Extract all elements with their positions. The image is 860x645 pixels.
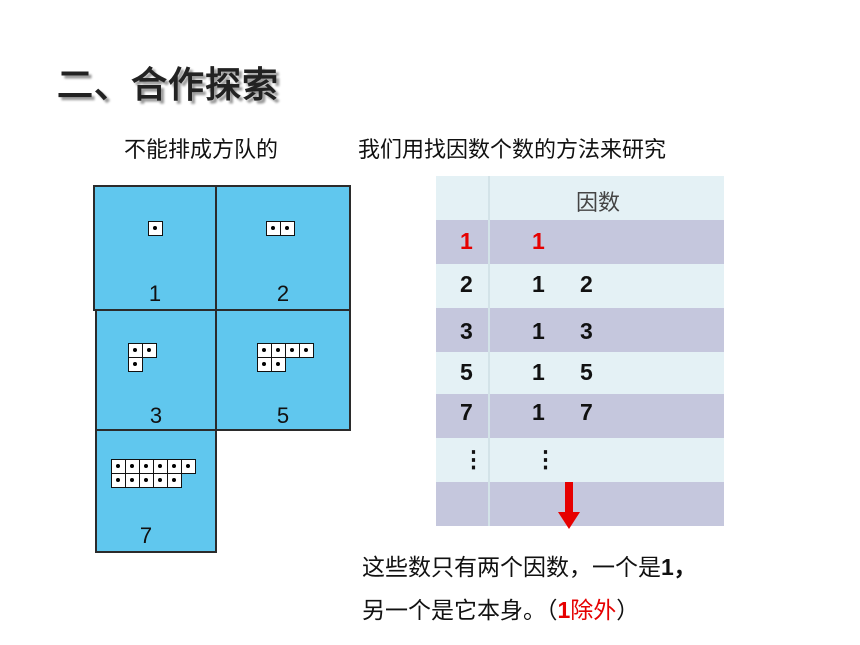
conclusion-text: 另一个是它本身。（ (362, 598, 558, 624)
factor-value: 2 (580, 271, 593, 297)
factor-value: 3 (580, 318, 593, 344)
tile-1: 1 (93, 185, 217, 311)
table-header-factors: 因数 (576, 191, 621, 216)
factor-value: 1 (532, 359, 545, 385)
factor-ellipsis: ⋮ (534, 446, 557, 472)
caption-left: 不能排成方队的 (124, 138, 279, 163)
column-divider (488, 176, 490, 526)
row-number: 7 (460, 399, 473, 425)
factor-value: 1 (532, 271, 545, 297)
dot-cell (266, 221, 281, 236)
down-arrow-icon (558, 482, 580, 529)
table-row-stripe (436, 482, 724, 526)
dot-cell (128, 357, 143, 372)
dot-cell (148, 221, 163, 236)
dot-cell (153, 459, 168, 474)
factor-value: 1 (532, 318, 545, 344)
dot-cell (167, 473, 182, 488)
dot-cell (257, 343, 272, 358)
row-number: 3 (460, 318, 473, 344)
dot-cell (153, 473, 168, 488)
conclusion-punct: ） (616, 598, 640, 624)
dot-cell (139, 459, 154, 474)
caption-right: 我们用找因数个数的方法来研究 (358, 138, 667, 163)
tile-number: 5 (276, 403, 290, 428)
row-number: 1 (460, 228, 473, 254)
row-ellipsis: ⋮ (462, 446, 485, 472)
tile-5: 5 (215, 309, 351, 431)
row-number: 5 (460, 359, 473, 385)
exception-text: 除外 (570, 598, 617, 624)
dot-cell (128, 343, 143, 358)
dot-cell (271, 357, 286, 372)
slide-title: 二、合作探索 (57, 65, 280, 106)
conclusion-text: 这些数只有两个因数，一个是 (362, 555, 661, 581)
dot-cell (181, 459, 196, 474)
conclusion-punct: ， (673, 554, 697, 580)
dot-cell (125, 473, 140, 488)
conclusion-line-1: 这些数只有两个因数，一个是1， (362, 548, 697, 582)
tile-number: 2 (276, 281, 290, 306)
factor-value: 7 (580, 399, 593, 425)
dot-cell (111, 473, 126, 488)
table-row-stripe (436, 394, 724, 438)
factor-value: 1 (532, 399, 545, 425)
conclusion-number: 1 (661, 554, 674, 580)
exception-number: 1 (557, 597, 571, 623)
dot-cell (139, 473, 154, 488)
tile-number: 3 (149, 403, 163, 428)
factor-value: 1 (532, 228, 545, 254)
conclusion-line-2: 另一个是它本身。（1除外） (362, 591, 639, 625)
dot-cell (280, 221, 295, 236)
factor-table: 因数 1 1 2 1 2 3 1 3 5 1 5 7 1 7 ⋮ ⋮ (436, 176, 724, 526)
tiles-panel: 1 2 3 (93, 185, 351, 555)
tile-number: 1 (148, 281, 162, 306)
dot-cell (285, 343, 300, 358)
tile-3: 3 (95, 309, 217, 431)
tile-2: 2 (215, 185, 351, 311)
factor-value: 5 (580, 359, 593, 385)
dot-cell (167, 459, 182, 474)
dot-cell (271, 343, 286, 358)
dot-cell (257, 357, 272, 372)
dot-cell (299, 343, 314, 358)
dot-cell (125, 459, 140, 474)
table-row-stripe (436, 308, 724, 352)
row-number: 2 (460, 271, 473, 297)
table-row-stripe (436, 220, 724, 264)
dot-cell (111, 459, 126, 474)
tile-7: 7 (95, 429, 217, 553)
dot-cell (142, 343, 157, 358)
tile-number: 7 (139, 523, 153, 548)
